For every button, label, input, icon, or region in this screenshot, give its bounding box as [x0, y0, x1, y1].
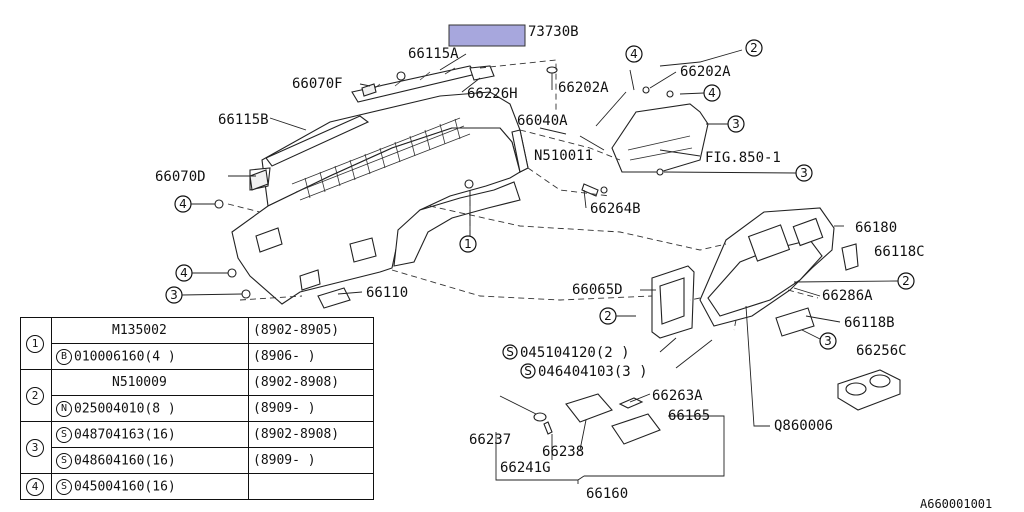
legend-ref: 3 [20, 421, 52, 474]
diagram-id: A660001001 [920, 497, 992, 511]
leader-lines [228, 53, 844, 484]
vent-66118b [775, 307, 815, 337]
spring-66263a [618, 397, 644, 409]
ref-circles: 4 2 4 3 3 4 1 4 3 2 2 3 [165, 39, 915, 350]
ashtray-66238 [565, 393, 613, 423]
legend-ref: 4 [20, 473, 52, 500]
ashtray-66165 [611, 413, 661, 445]
legend-date: (8906- ) [248, 343, 374, 370]
dashboard-panel [231, 91, 529, 309]
label-66115b: 66115B [218, 112, 269, 128]
combination-meter [611, 86, 709, 176]
label-66238: 66238 [542, 444, 584, 460]
svg-text:3: 3 [732, 117, 740, 131]
clip-66070f [361, 83, 377, 97]
label-66118c: 66118C [874, 244, 925, 260]
svg-text:4: 4 [180, 266, 188, 280]
svg-text:1: 1 [464, 237, 472, 251]
console-panel-66180 [699, 207, 835, 327]
label-66160: 66160 [586, 486, 628, 502]
label-66226h: 66226H [467, 86, 518, 102]
label-66110: 66110 [366, 285, 408, 301]
ref-leaders [181, 49, 899, 340]
legend-date: (8909- ) [248, 447, 374, 474]
svg-text:2: 2 [750, 41, 758, 55]
highlight-box[interactable] [448, 24, 526, 47]
label-66241g: 66241G [500, 460, 551, 476]
label-66264b: 66264B [590, 201, 641, 217]
legend-code: N510009 [51, 369, 249, 396]
label-66286a: 66286A [822, 288, 873, 304]
label-66263a: 66263A [652, 388, 703, 404]
label-66202a-1: 66202A [558, 80, 609, 96]
legend-date: (8902-8905) [248, 317, 374, 344]
label-66256c: 66256C [856, 343, 907, 359]
label-66040a: 66040A [517, 113, 568, 129]
legend-date [248, 473, 374, 500]
pad-66115b [265, 115, 370, 167]
label-66065d: 66065D [572, 282, 623, 298]
label-66118b: 66118B [844, 315, 895, 331]
legend-code: M135002 [51, 317, 249, 344]
legend-date: (8902-8908) [248, 421, 374, 448]
svg-text:4: 4 [630, 47, 638, 61]
legend-ref: 1 [20, 317, 52, 370]
svg-text:046404103(3 ): 046404103(3 ) [538, 364, 648, 380]
clip-66070d [249, 169, 269, 191]
label-66165: 66165 [668, 408, 710, 424]
label-n510011: N510011 [534, 148, 593, 164]
svg-text:4: 4 [179, 197, 187, 211]
label-66202a-2: 66202A [680, 64, 731, 80]
label-66237: 66237 [469, 432, 511, 448]
legend-date: (8909- ) [248, 395, 374, 422]
label-66070f: 66070F [292, 76, 343, 92]
svg-text:3: 3 [824, 334, 832, 348]
svg-text:S: S [524, 364, 532, 378]
label-66115a: 66115A [408, 46, 459, 62]
label-fig-850-1: FIG.850-1 [705, 150, 781, 166]
svg-text:2: 2 [902, 274, 910, 288]
svg-text:S: S [506, 345, 514, 359]
svg-text:4: 4 [708, 86, 716, 100]
label-q860006: Q860006 [774, 418, 833, 434]
svg-text:2: 2 [604, 309, 612, 323]
cable-66237 [499, 395, 541, 417]
vent-66118c [841, 243, 859, 271]
label-045104120: S 045104120(2 ) [502, 344, 630, 361]
label-66070d: 66070D [155, 169, 206, 185]
legend-date: (8902-8908) [248, 369, 374, 396]
label-046404103: S 046404103(3 ) [520, 363, 648, 380]
svg-text:3: 3 [800, 166, 808, 180]
label-66180: 66180 [855, 220, 897, 236]
label-73730b: 73730B [528, 24, 579, 40]
assembly-lines [227, 59, 819, 331]
svg-text:045104120(2 ): 045104120(2 ) [520, 345, 630, 361]
legend-ref: 2 [20, 369, 52, 422]
bracket-66226h [469, 65, 495, 81]
svg-text:3: 3 [170, 288, 178, 302]
